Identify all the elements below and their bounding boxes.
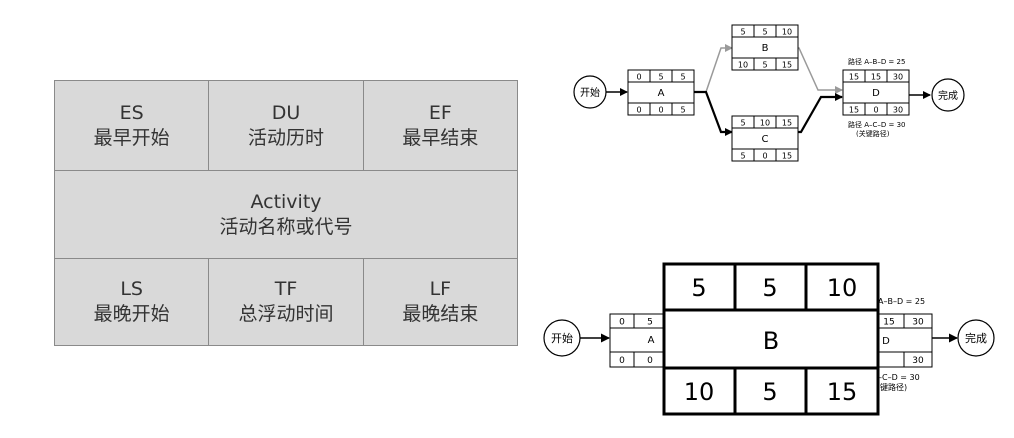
node-legend-table: ES 最早开始 DU 活动历时 EF 最早结束 Activity 活动名称或代号… bbox=[54, 80, 518, 346]
node-a-lf: 5 bbox=[680, 106, 685, 115]
legend-lf-cell: LF 最晚结束 bbox=[362, 259, 517, 345]
zoom-node-b-ef: 10 bbox=[827, 274, 858, 302]
critical-path-note: (关键路径) bbox=[856, 129, 890, 138]
zoom-node-b-ls: 10 bbox=[684, 378, 715, 406]
node-b-ef: 10 bbox=[782, 28, 792, 37]
path-abd-annotation: 路径 A–B–D = 25 bbox=[848, 57, 905, 66]
legend-du-label: 活动历时 bbox=[247, 126, 324, 149]
node-c-du: 10 bbox=[760, 119, 770, 128]
zoom-node-b-tf: 5 bbox=[762, 378, 777, 406]
node-d-tf: 0 bbox=[873, 106, 878, 115]
node-d-ls: 15 bbox=[849, 106, 859, 115]
node-d-lf: 30 bbox=[893, 106, 903, 115]
legend-ls-abbr: LS bbox=[120, 278, 143, 300]
edge-a-c bbox=[694, 90, 733, 136]
node-d-name: D bbox=[872, 88, 880, 99]
network-diagram: 开始 完成 0 5 5 A 0 0 5 5 5 10 B 10 5 15 bbox=[573, 24, 965, 162]
legend-activity-label: 活动名称或代号 bbox=[219, 215, 353, 238]
zoom-node-a-tf: 0 bbox=[647, 356, 653, 366]
node-d-es: 15 bbox=[849, 73, 859, 82]
legend-ef-abbr: EF bbox=[428, 101, 452, 124]
zoom-critical-path-note: 键路径) bbox=[880, 382, 907, 392]
zoom-path-acd-annotation: –C–D = 30 bbox=[878, 373, 920, 382]
node-c-lf: 15 bbox=[782, 152, 792, 161]
legend-lf-abbr: LF bbox=[429, 278, 452, 300]
zoomed-network-diagram: 开始 完成 0 5 A 0 0 15 30 D 30 A–B–D = 25 –C… bbox=[543, 262, 995, 416]
zoom-finish-node: 完成 bbox=[957, 319, 995, 357]
zoom-node-d-name: D bbox=[882, 336, 890, 347]
activity-node-b: 5 5 10 B 10 5 15 bbox=[731, 24, 799, 71]
node-b-du: 5 bbox=[762, 28, 767, 37]
legend-es-label: 最早开始 bbox=[93, 126, 170, 149]
legend-bottom-row: LS 最晚开始 TF 总浮动时间 LF 最晚结束 bbox=[55, 259, 517, 345]
activity-node-a: 0 5 5 A 0 0 5 bbox=[627, 69, 695, 116]
zoom-node-a-es: 0 bbox=[619, 318, 625, 328]
finish-node: 完成 bbox=[931, 78, 965, 112]
legend-top-row: ES 最早开始 DU 活动历时 EF 最早结束 bbox=[55, 81, 517, 170]
zoom-activity-node-d: 15 30 D 30 bbox=[875, 313, 933, 368]
legend-ls-label: 最晚开始 bbox=[93, 303, 170, 325]
activity-node-d: 15 15 30 D 15 0 30 bbox=[842, 69, 910, 116]
legend-ef-cell: EF 最早结束 bbox=[362, 81, 517, 170]
node-a-tf: 0 bbox=[658, 106, 663, 115]
node-a-es: 0 bbox=[636, 73, 641, 82]
zoom-node-d-es: 15 bbox=[883, 318, 894, 328]
zoom-node-a-du: 5 bbox=[647, 318, 653, 328]
node-a-name: A bbox=[658, 88, 665, 99]
zoom-path-abd-annotation: A–B–D = 25 bbox=[878, 297, 925, 306]
node-a-ls: 0 bbox=[636, 106, 641, 115]
node-a-du: 5 bbox=[658, 73, 663, 82]
legend-activity-abbr: Activity bbox=[250, 190, 322, 213]
node-a-ef: 5 bbox=[680, 73, 685, 82]
start-node: 开始 bbox=[573, 75, 607, 109]
node-d-du: 15 bbox=[871, 73, 881, 82]
zoom-activity-node-b: 5 5 10 B 10 5 15 bbox=[662, 262, 880, 416]
legend-tf-label: 总浮动时间 bbox=[238, 303, 334, 325]
edge-a-b bbox=[694, 44, 733, 93]
zoom-node-b-name: B bbox=[763, 327, 779, 355]
start-label: 开始 bbox=[580, 86, 600, 99]
finish-label: 完成 bbox=[938, 89, 958, 102]
legend-du-cell: DU 活动历时 bbox=[208, 81, 362, 170]
zoom-start-label: 开始 bbox=[551, 331, 573, 345]
zoom-activity-node-a: 0 5 A 0 0 bbox=[609, 313, 671, 368]
node-c-es: 5 bbox=[740, 119, 745, 128]
node-c-ef: 15 bbox=[782, 119, 792, 128]
zoom-node-a-name: A bbox=[648, 335, 655, 346]
node-c-ls: 5 bbox=[740, 152, 745, 161]
zoom-node-d-ef: 30 bbox=[912, 318, 924, 328]
node-d-ef: 30 bbox=[893, 73, 903, 82]
node-c-name: C bbox=[762, 134, 769, 145]
legend-mid-row: Activity 活动名称或代号 bbox=[55, 170, 517, 259]
activity-node-c: 5 10 15 C 5 0 15 bbox=[731, 115, 799, 162]
zoom-finish-label: 完成 bbox=[965, 331, 987, 345]
zoom-node-b-es: 5 bbox=[691, 274, 706, 302]
node-b-tf: 5 bbox=[762, 61, 767, 70]
node-b-name: B bbox=[762, 43, 769, 54]
path-acd-annotation: 路径 A–C–D = 30 bbox=[848, 120, 906, 129]
legend-ef-label: 最早结束 bbox=[402, 126, 479, 149]
legend-es-cell: ES 最早开始 bbox=[55, 81, 208, 170]
zoom-node-b-du: 5 bbox=[762, 274, 777, 302]
legend-tf-cell: TF 总浮动时间 bbox=[208, 259, 362, 345]
zoom-node-d-lf: 30 bbox=[912, 356, 924, 366]
zoom-start-node: 开始 bbox=[543, 319, 581, 357]
legend-tf-abbr: TF bbox=[274, 278, 298, 300]
node-b-ls: 10 bbox=[738, 61, 748, 70]
legend-activity-cell: Activity 活动名称或代号 bbox=[55, 171, 517, 258]
zoom-node-b-lf: 15 bbox=[827, 378, 858, 406]
legend-lf-label: 最晚结束 bbox=[402, 303, 479, 325]
legend-es-abbr: ES bbox=[119, 101, 144, 124]
node-b-es: 5 bbox=[740, 28, 745, 37]
node-b-lf: 15 bbox=[782, 61, 792, 70]
legend-du-abbr: DU bbox=[271, 101, 301, 124]
zoom-node-a-ls: 0 bbox=[619, 356, 625, 366]
node-c-tf: 0 bbox=[762, 152, 767, 161]
legend-ls-cell: LS 最晚开始 bbox=[55, 259, 208, 345]
